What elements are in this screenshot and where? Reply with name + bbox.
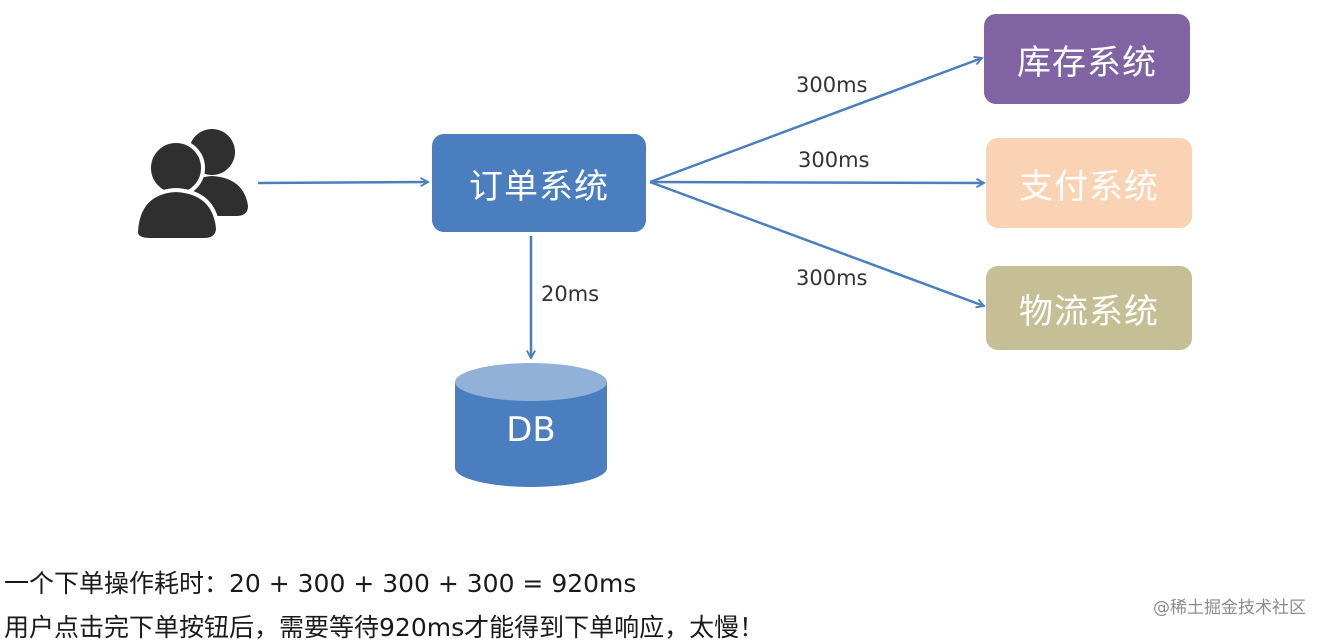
latency-db: 20ms <box>541 282 600 306</box>
db-label: DB <box>506 410 556 450</box>
watermark: @稀土掘金技术社区 <box>1153 598 1306 618</box>
payment-system-label: 支付系统 <box>1019 166 1159 207</box>
inventory-system-label: 库存系统 <box>1017 42 1157 83</box>
payment-system-box: 支付系统 <box>986 138 1192 228</box>
arrow-order-to-logistics <box>649 180 984 306</box>
arrow-user-to-order <box>257 182 428 183</box>
order-system-box: 订单系统 <box>432 134 646 232</box>
logistics-system-box: 物流系统 <box>986 266 1192 350</box>
latency-payment: 300ms <box>798 148 870 172</box>
users-icon <box>133 129 248 242</box>
latency-inventory: 300ms <box>796 73 868 97</box>
arrow-order-to-payment <box>649 182 984 183</box>
db-cylinder <box>455 363 607 487</box>
latency-logistics: 300ms <box>796 266 868 290</box>
order-system-label: 订单系统 <box>469 166 609 207</box>
note-total-time: 一个下单操作耗时：20 + 300 + 300 + 300 = 920ms <box>4 569 637 598</box>
arrow-order-to-inventory <box>649 58 982 184</box>
logistics-system-label: 物流系统 <box>1019 291 1159 332</box>
note-slow-response: 用户点击完下单按钮后，需要等待920ms才能得到下单响应，太慢！ <box>4 613 765 642</box>
inventory-system-box: 库存系统 <box>984 14 1190 104</box>
